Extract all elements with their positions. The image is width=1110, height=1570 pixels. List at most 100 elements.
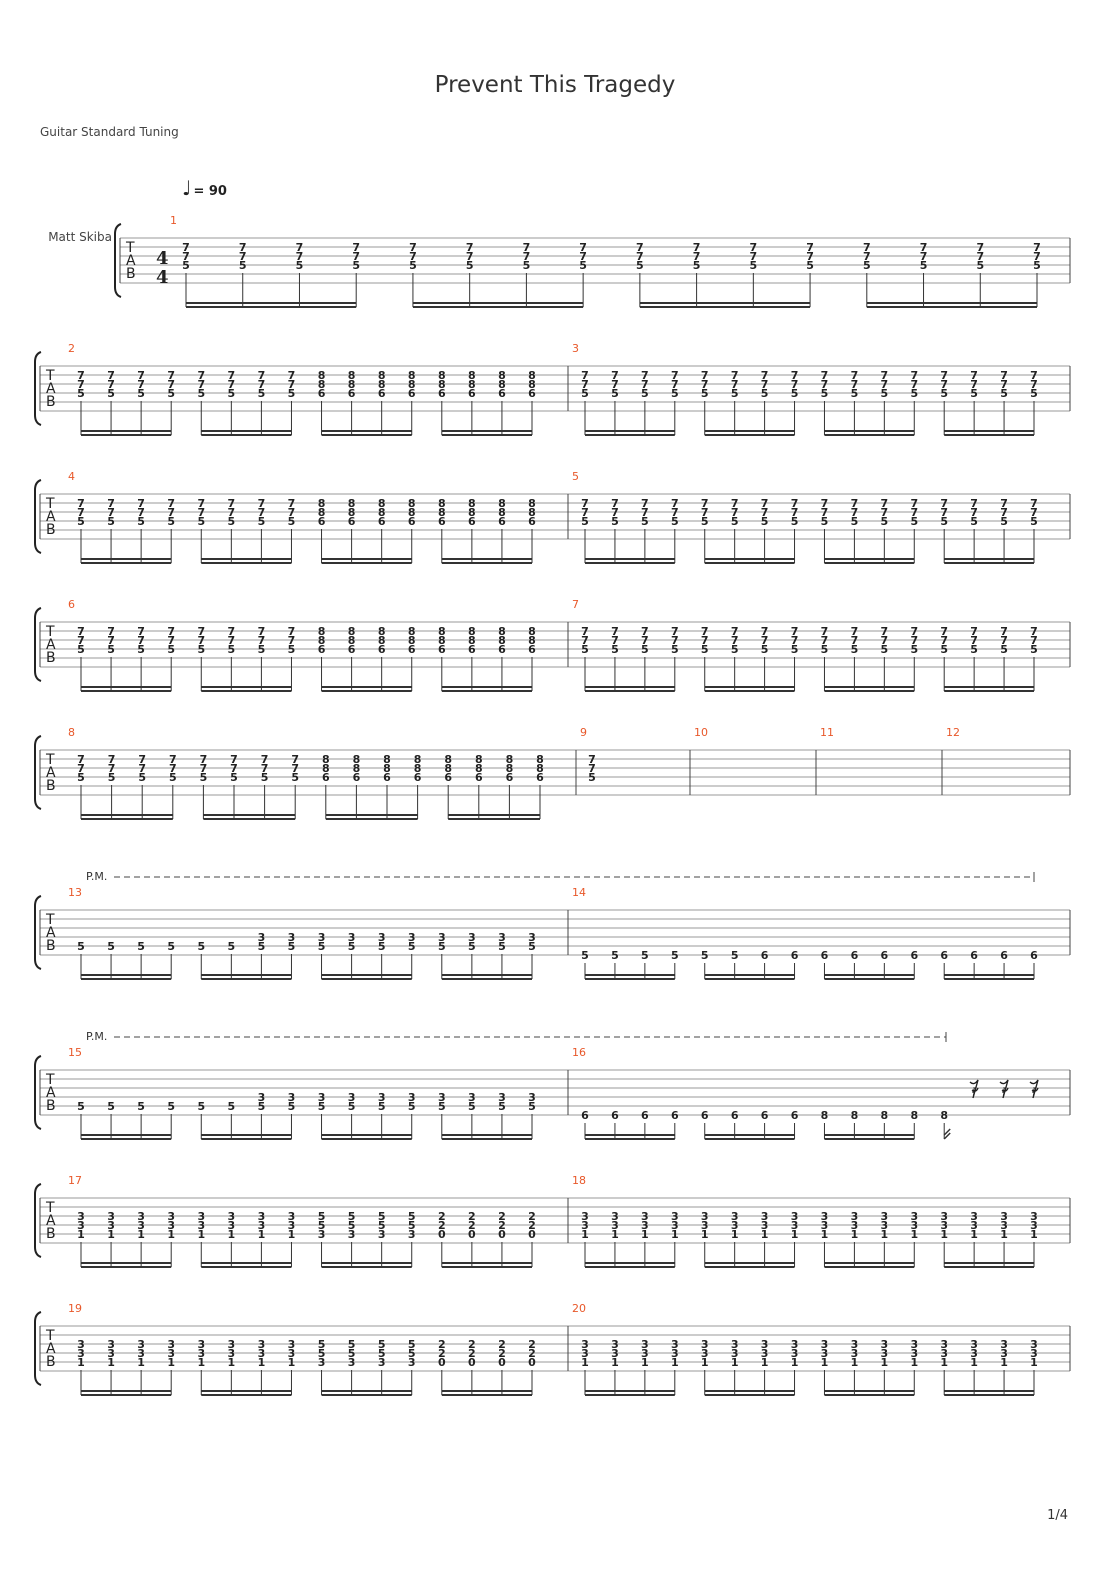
measure-number: 8 (68, 726, 75, 739)
fret-number: 7 (466, 241, 474, 254)
fret-number: 5 (468, 1100, 476, 1113)
fret-number: 7 (976, 241, 984, 254)
fret-number: 3 (761, 1347, 769, 1360)
fret-number: 5 (77, 515, 85, 528)
fret-number: 7 (970, 497, 978, 510)
fret-number: 3 (107, 1219, 115, 1232)
fret-number: 7 (77, 497, 85, 510)
fret-number: 3 (197, 1347, 205, 1360)
fret-number: 5 (940, 643, 948, 656)
fret-number: 3 (611, 1347, 619, 1360)
fret-number: 5 (258, 643, 266, 656)
fret-number: 3 (701, 1210, 709, 1223)
fret-number: 8 (536, 753, 544, 766)
fret-number: 2 (468, 1347, 476, 1360)
fret-number: 7 (523, 250, 531, 263)
fret-number: 8 (468, 378, 476, 391)
fret-number: 3 (641, 1219, 649, 1232)
fret-number: 7 (701, 378, 709, 391)
fret-number: 5 (791, 387, 799, 400)
fret-number: 8 (528, 625, 536, 638)
fret-number: 8 (408, 625, 416, 638)
fret-number: 7 (230, 753, 238, 766)
fret-number: 3 (167, 1338, 175, 1351)
fret-number: 8 (881, 1109, 889, 1122)
tab-clef-letter: T (45, 1328, 55, 1344)
song-title: Prevent This Tragedy (434, 72, 676, 98)
sixteenth-rest-icon (1029, 1079, 1039, 1099)
fret-number: 5 (468, 940, 476, 953)
measure-number: 2 (68, 342, 75, 355)
fret-number: 5 (438, 940, 446, 953)
system-bracket (34, 1183, 42, 1258)
quarter-note-icon: ♩ (182, 176, 192, 200)
tab-clef-letter: T (45, 496, 55, 512)
tab-clef-letter: B (46, 394, 56, 410)
fret-number: 0 (528, 1228, 536, 1241)
fret-number: 7 (761, 506, 769, 519)
fret-number: 5 (1000, 643, 1008, 656)
fret-number: 3 (881, 1210, 889, 1223)
fret-number: 8 (414, 753, 422, 766)
fret-number: 6 (528, 387, 536, 400)
fret-number: 6 (353, 771, 361, 784)
fret-number: 8 (468, 369, 476, 382)
fret-number: 5 (731, 387, 739, 400)
fret-number: 7 (821, 506, 829, 519)
fret-number: 7 (920, 250, 928, 263)
fret-number: 6 (528, 643, 536, 656)
fret-number: 5 (791, 515, 799, 528)
fret-number: 5 (641, 643, 649, 656)
fret-number: 7 (352, 241, 360, 254)
fret-number: 3 (318, 931, 326, 944)
fret-number: 7 (821, 369, 829, 382)
fret-number: 3 (318, 1091, 326, 1104)
fret-number: 3 (910, 1338, 918, 1351)
fret-number: 0 (528, 1356, 536, 1369)
fret-number: 3 (881, 1219, 889, 1232)
fret-number: 5 (528, 940, 536, 953)
fret-number: 1 (1000, 1228, 1008, 1241)
fret-number: 7 (1030, 369, 1038, 382)
fret-number: 1 (671, 1356, 679, 1369)
fret-number: 7 (881, 506, 889, 519)
fret-number: 8 (536, 762, 544, 775)
fret-number: 3 (408, 1228, 416, 1241)
tab-clef-letter: B (46, 1098, 56, 1114)
fret-number: 3 (1000, 1219, 1008, 1232)
fret-number: 6 (378, 387, 386, 400)
fret-number: 3 (197, 1210, 205, 1223)
tab-clef-letter: B (46, 778, 56, 794)
fret-number: 8 (940, 1109, 948, 1122)
fret-number: 1 (611, 1356, 619, 1369)
fret-number: 8 (475, 753, 483, 766)
fret-number: 3 (611, 1338, 619, 1351)
fret-number: 7 (671, 634, 679, 647)
fret-number: 8 (498, 625, 506, 638)
fret-number: 7 (806, 250, 814, 263)
system-bracket (34, 895, 42, 970)
fret-number: 5 (258, 1100, 266, 1113)
fret-number: 3 (701, 1219, 709, 1232)
fret-number: 1 (791, 1228, 799, 1241)
fret-number: 3 (258, 1219, 266, 1232)
tab-clef-letter: A (46, 637, 56, 653)
system-bracket (34, 1311, 42, 1386)
fret-number: 3 (701, 1347, 709, 1360)
fret-number: 1 (731, 1356, 739, 1369)
fret-number: 5 (588, 771, 596, 784)
fret-number: 7 (77, 634, 85, 647)
fret-number: 5 (641, 515, 649, 528)
tab-clef-letter: A (126, 253, 136, 269)
fret-number: 7 (731, 369, 739, 382)
fret-number: 7 (761, 369, 769, 382)
measure-number: 10 (694, 726, 708, 739)
fret-number: 6 (408, 643, 416, 656)
fret-number: 7 (970, 625, 978, 638)
fret-number: 7 (1000, 625, 1008, 638)
fret-number: 0 (468, 1356, 476, 1369)
fret-number: 7 (228, 506, 236, 519)
tab-clef-letter: T (45, 912, 55, 928)
measure-number: 4 (68, 470, 75, 483)
fret-number: 5 (77, 940, 85, 953)
